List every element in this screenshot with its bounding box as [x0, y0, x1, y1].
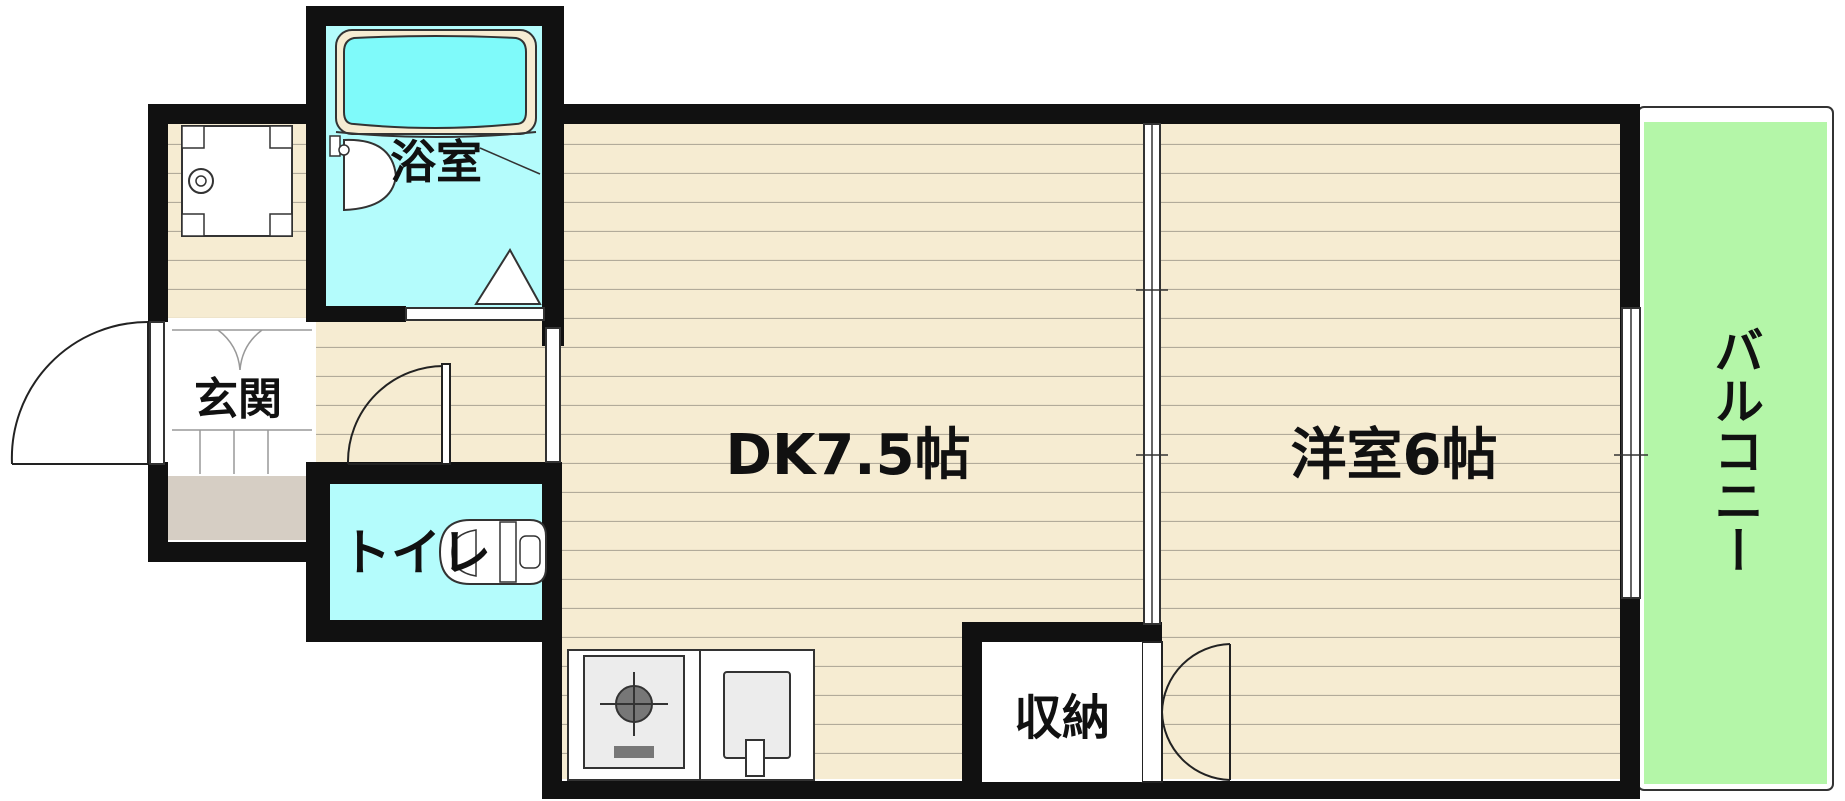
- washroom-window: [149, 321, 165, 465]
- balcony-floor: [1644, 122, 1827, 784]
- genkan-floor: [168, 476, 310, 540]
- shoe-cabinet-line: [172, 329, 312, 474]
- entrance-floor: [168, 318, 316, 476]
- bath-label: 浴室: [390, 135, 482, 189]
- western-room-label: 洋室6帖: [1291, 423, 1498, 488]
- balcony-label: バルコニー: [1706, 325, 1764, 575]
- toilet-door: [346, 363, 451, 465]
- bath-door: [405, 307, 545, 321]
- storage-label: 収納: [1014, 690, 1110, 746]
- gas-stove-icon: [583, 655, 685, 769]
- entrance-door: [10, 320, 149, 465]
- dk-label: DK7.5帖: [725, 423, 970, 488]
- toilet-label: トイレ: [341, 524, 491, 582]
- corridor-sliding-door: [545, 327, 561, 463]
- bath-floor-triangle: [474, 248, 542, 305]
- entrance-label: 玄関: [194, 374, 282, 425]
- bath-diagonal: [479, 147, 541, 175]
- corridor-floor: [316, 318, 558, 476]
- toilet-icon: [438, 519, 547, 585]
- washing-machine-icon: [181, 125, 293, 237]
- bathtub-icon: [335, 29, 537, 138]
- storage-interior: [982, 642, 1142, 782]
- faucet-icon: [329, 135, 398, 212]
- western-room-door: [1141, 641, 1231, 783]
- sink-icon: [723, 671, 791, 777]
